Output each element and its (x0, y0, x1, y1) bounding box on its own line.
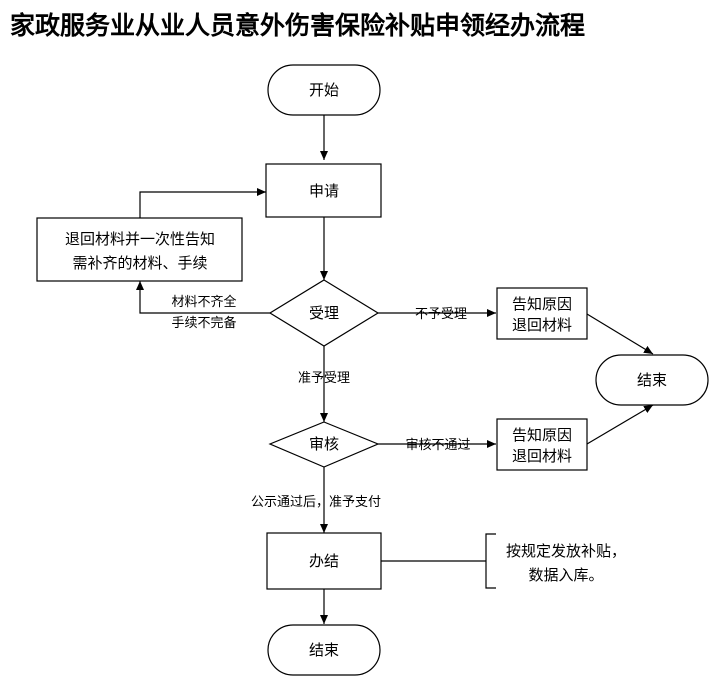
node-finish: 办结 (266, 532, 382, 590)
node-end-bottom-label: 结束 (309, 641, 339, 659)
edge-label-not-accepted: 不予受理 (415, 307, 467, 322)
node-finish-label: 办结 (309, 552, 339, 570)
edge-reason1-end (586, 313, 654, 355)
node-review-label: 审核 (309, 435, 339, 453)
node-return-materials-line1: 退回材料并一次性告知 (65, 230, 215, 248)
annotation-line1: 按规定发放补贴， (506, 542, 626, 560)
edge-label-accepted: 准予受理 (298, 371, 350, 386)
node-accept-label: 受理 (309, 304, 339, 322)
annotation-bracket (485, 533, 496, 589)
node-review: 审核 (268, 421, 380, 468)
edge-label-incomplete-line1: 材料不齐全 (171, 294, 236, 310)
edge-return-apply (139, 188, 266, 218)
node-start: 开始 (267, 64, 381, 116)
edge-reason2-end (586, 404, 654, 445)
connectors (136, 115, 654, 624)
annotation-line2: 数据入库。 (528, 566, 603, 584)
node-end-bottom: 结束 (267, 624, 381, 676)
node-apply: 申请 (265, 163, 382, 218)
page-title: 家政服务业从业人员意外伤害保险补贴申领经办流程 (10, 11, 586, 40)
node-apply-label: 申请 (309, 182, 339, 200)
node-return-materials: 退回材料并一次性告知 需补齐的材料、手续 (36, 217, 243, 282)
edge-label-review-failed: 审核不通过 (405, 438, 470, 453)
node-reason2-line1: 告知原因 (512, 426, 572, 444)
edge-label-publicized: 公示通过后，准予支付 (251, 495, 381, 510)
node-reason2: 告知原因 退回材料 (496, 418, 588, 471)
edge-accept-return (136, 281, 270, 314)
node-reason1-line2: 退回材料 (512, 316, 572, 334)
node-reason2-line2: 退回材料 (512, 447, 572, 465)
node-accept: 受理 (268, 279, 380, 347)
node-end-right: 结束 (595, 354, 709, 406)
node-end-right-label: 结束 (637, 371, 667, 389)
node-reason1-line1: 告知原因 (512, 295, 572, 313)
edge-label-incomplete-line2: 手续不完备 (171, 315, 236, 331)
node-return-materials-line2: 需补齐的材料、手续 (72, 254, 207, 272)
node-start-label: 开始 (309, 81, 339, 99)
node-reason1: 告知原因 退回材料 (496, 287, 588, 340)
